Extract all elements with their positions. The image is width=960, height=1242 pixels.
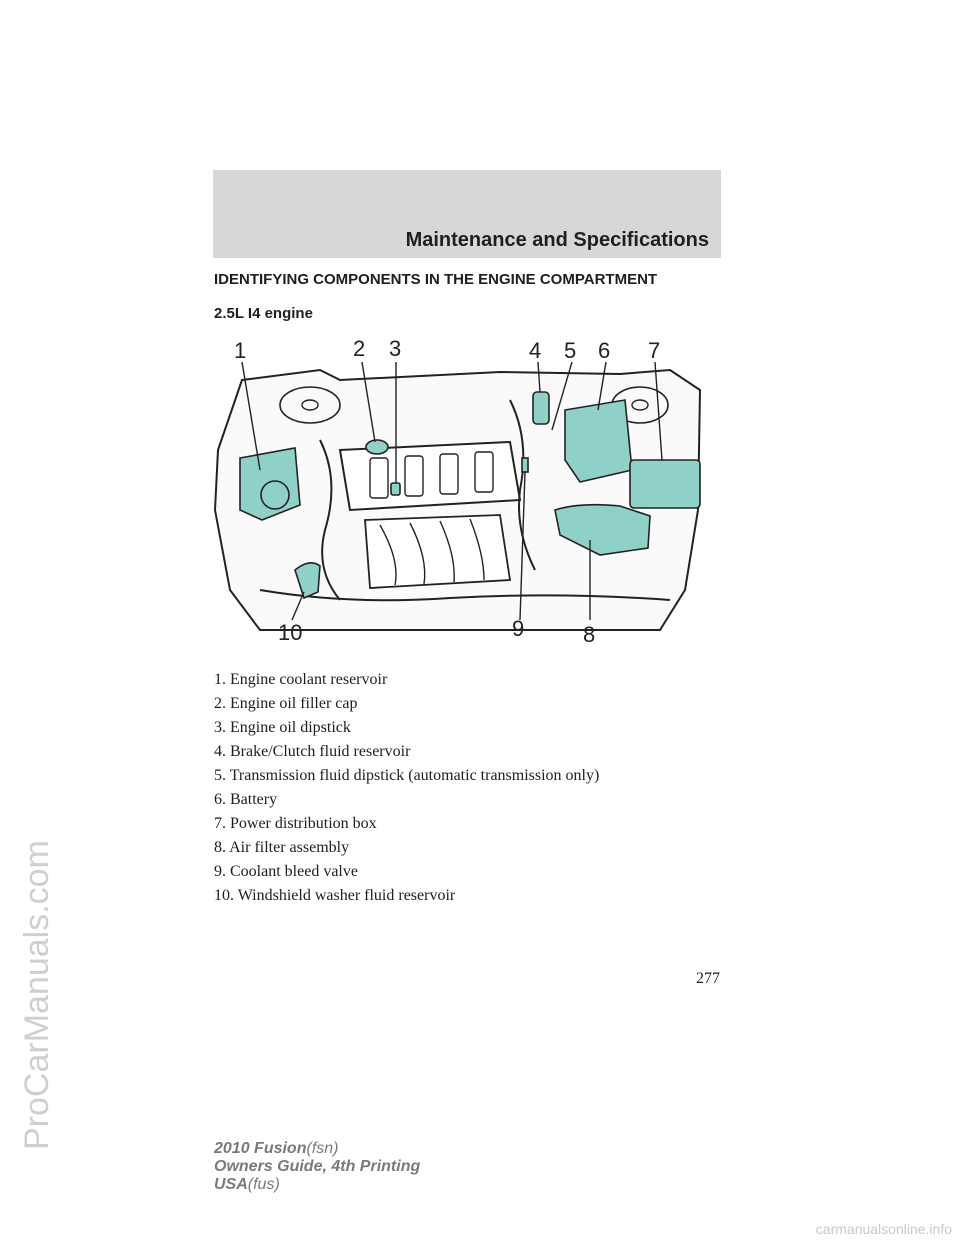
list-item: 2. Engine oil filler cap [214, 695, 358, 712]
callout-8: 8 [583, 622, 595, 647]
callout-5: 5 [564, 338, 576, 363]
callout-1: 1 [234, 338, 246, 363]
list-item: 1. Engine coolant reservoir [214, 671, 388, 688]
print-footer: 2010 Fusion(fsn) Owners Guide, 4th Print… [214, 1140, 420, 1194]
list-item: 9. Coolant bleed valve [214, 863, 358, 880]
bottom-watermark: carmanualsonline.info [815, 1221, 952, 1237]
list-item: 8. Air filter assembly [214, 839, 350, 856]
callout-7: 7 [648, 338, 660, 363]
page-number: 277 [696, 970, 720, 987]
engine-compartment-diagram: 1 2 3 4 5 6 7 8 9 10 [213, 336, 702, 647]
highlighted-components [239, 391, 701, 600]
list-item: 5. Transmission fluid dipstick (automati… [214, 767, 600, 784]
list-item: 3. Engine oil dipstick [214, 719, 351, 736]
side-watermark-text: ProCarManuals.com [18, 840, 56, 1150]
callout-10: 10 [278, 620, 302, 645]
callout-9: 9 [512, 616, 524, 641]
callout-6: 6 [598, 338, 610, 363]
list-item: 4. Brake/Clutch fluid reservoir [214, 743, 411, 760]
callout-3: 3 [389, 336, 401, 361]
page-heading: IDENTIFYING COMPONENTS IN THE ENGINE COM… [214, 271, 658, 288]
engine-subheading: 2.5L I4 engine [214, 305, 313, 322]
section-header-title: Maintenance and Specifications [405, 229, 709, 251]
list-item: 10. Windshield washer fluid reservoir [214, 887, 456, 904]
callout-2: 2 [353, 336, 365, 361]
component-list: 1. Engine coolant reservoir 2. Engine oi… [214, 670, 599, 910]
section-header-band: Maintenance and Specifications [213, 170, 721, 258]
footer-region: USA [214, 1176, 248, 1193]
footer-guide: Owners Guide, 4th Printing [214, 1158, 421, 1175]
list-item: 6. Battery [214, 791, 278, 808]
footer-region-code: (fus) [247, 1176, 280, 1193]
footer-model-code: (fsn) [306, 1140, 339, 1157]
callout-4: 4 [529, 338, 541, 363]
list-item: 7. Power distribution box [214, 815, 377, 832]
footer-model: 2010 Fusion [214, 1140, 307, 1157]
